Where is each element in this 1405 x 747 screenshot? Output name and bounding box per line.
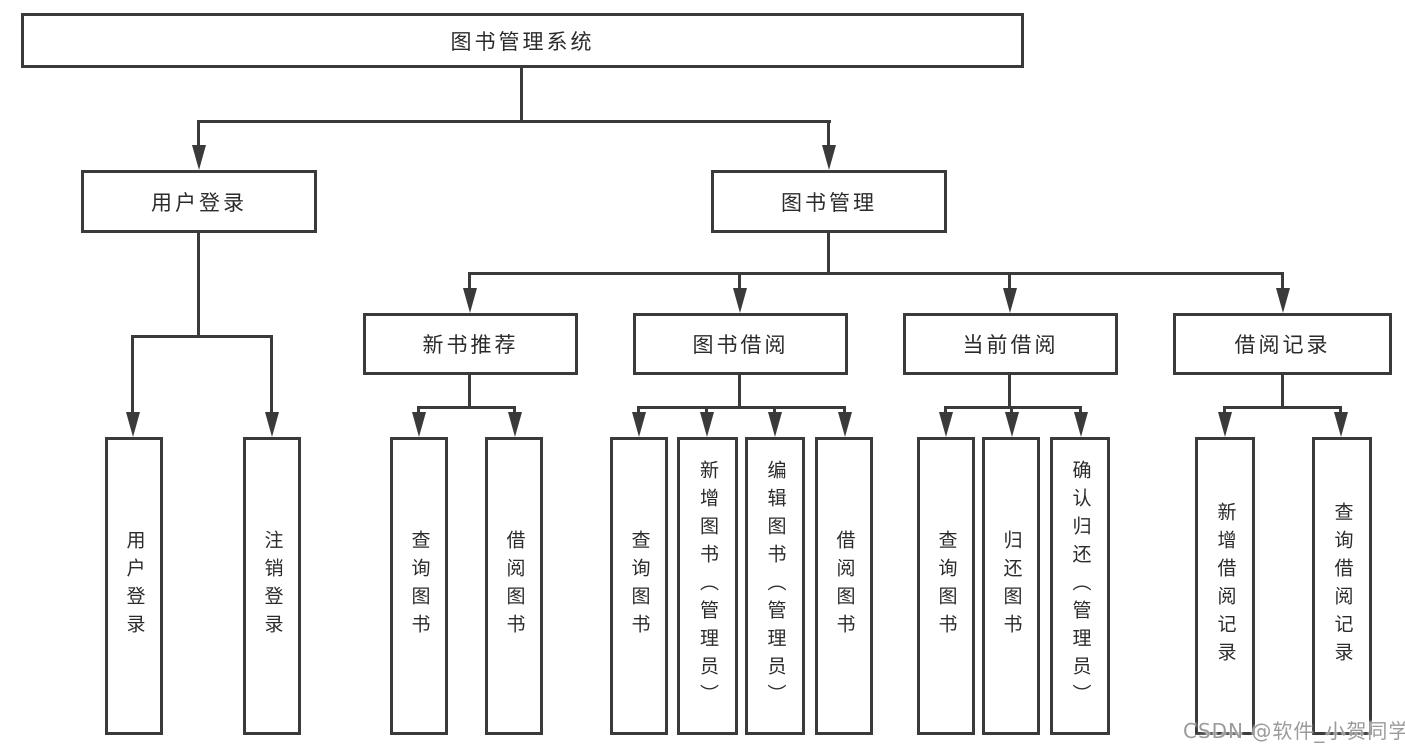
arrow-down-icon [822,145,836,170]
arrow-down-icon [1003,288,1017,313]
leaf-borrow-books-1-label: 借阅图书 [503,530,526,642]
arrow-down-icon [463,288,477,313]
arrow-down-icon [939,412,953,437]
leaf-query-books-2-label: 查询图书 [628,530,651,642]
connector-line [1281,375,1284,408]
arrow-down-icon [412,412,426,437]
leaf-query-books-3: 查询图书 [917,437,975,735]
node-new-book-recommend-label: 新书推荐 [422,333,519,357]
arrow-down-icon [192,145,206,170]
arrow-down-icon [632,412,646,437]
leaf-query-books-1-label: 查询图书 [408,530,431,642]
arrow-down-icon [733,288,747,313]
connector-line [270,335,273,417]
connector-line [1008,375,1011,408]
connector-line [1223,406,1342,409]
leaf-query-books-2: 查询图书 [610,437,668,735]
connector-line [131,335,273,338]
node-new-book-recommend: 新书推荐 [363,313,578,375]
leaf-add-borrow-record-label: 新增借阅记录 [1214,502,1237,670]
arrow-down-icon [700,412,714,437]
leaf-edit-books-admin: 编辑图书（管理员） [745,437,805,735]
connector-line [468,375,471,408]
connector-line [197,233,200,337]
leaf-query-books-1: 查询图书 [390,437,448,735]
connector-line [738,272,741,292]
arrow-down-icon [508,412,522,437]
node-root: 图书管理系统 [21,13,1024,68]
leaf-query-borrow-record-label: 查询借阅记录 [1331,502,1354,670]
arrow-down-icon [1074,412,1088,437]
leaf-user-login-label: 用户登录 [123,530,146,642]
node-user-login-label: 用户登录 [151,190,247,215]
leaf-return-books: 归还图书 [982,437,1040,735]
leaf-edit-books-admin-label: 编辑图书（管理员） [764,460,787,712]
connector-line [827,120,830,150]
leaf-borrow-books-2-label: 借阅图书 [833,530,856,642]
leaf-return-books-label: 归还图书 [1000,530,1023,642]
leaf-add-books-admin-label: 新增图书（管理员） [697,460,719,712]
node-book-borrowing-label: 图书借阅 [692,333,789,357]
connector-line [417,406,516,409]
connector-line [944,406,1082,409]
arrow-down-icon [126,412,140,437]
arrow-down-icon [838,412,852,437]
connector-line [468,272,1284,275]
leaf-borrow-books-2: 借阅图书 [815,437,873,735]
connector-line [637,406,846,409]
connector-line [197,120,200,150]
arrow-down-icon [768,412,782,437]
node-borrowing-records-label: 借阅记录 [1234,333,1331,357]
node-current-borrowing: 当前借阅 [903,313,1118,375]
arrow-down-icon [1005,412,1019,437]
connector-line [468,272,471,292]
connector-line [197,120,831,123]
leaf-confirm-return-admin-label: 确认归还（管理员） [1069,460,1092,712]
leaf-add-borrow-record: 新增借阅记录 [1195,437,1255,735]
leaf-borrow-books-1: 借阅图书 [485,437,543,735]
leaf-confirm-return-admin: 确认归还（管理员） [1050,437,1110,735]
node-book-management: 图书管理 [711,170,947,233]
leaf-query-borrow-record: 查询借阅记录 [1312,437,1372,735]
leaf-add-books-admin: 新增图书（管理员） [677,437,738,735]
csdn-watermark: CSDN @软件_小贺同学 [1183,719,1405,743]
node-borrowing-records: 借阅记录 [1173,313,1392,375]
node-book-borrowing: 图书借阅 [633,313,848,375]
node-book-management-label: 图书管理 [781,190,877,215]
leaf-logout: 注销登录 [243,437,301,735]
connector-line [520,66,523,120]
connector-line [1008,272,1011,292]
node-current-borrowing-label: 当前借阅 [962,333,1059,357]
node-user-login: 用户登录 [81,170,317,233]
connector-line [827,233,830,275]
leaf-logout-label: 注销登录 [261,530,284,642]
node-root-label: 图书管理系统 [450,29,595,54]
connector-line [1281,272,1284,292]
connector-line [131,335,134,417]
arrow-down-icon [1218,412,1232,437]
arrow-down-icon [265,412,279,437]
arrow-down-icon [1276,288,1290,313]
arrow-down-icon [1334,412,1348,437]
leaf-user-login: 用户登录 [105,437,163,735]
leaf-query-books-3-label: 查询图书 [935,530,958,642]
connector-line [738,375,741,408]
